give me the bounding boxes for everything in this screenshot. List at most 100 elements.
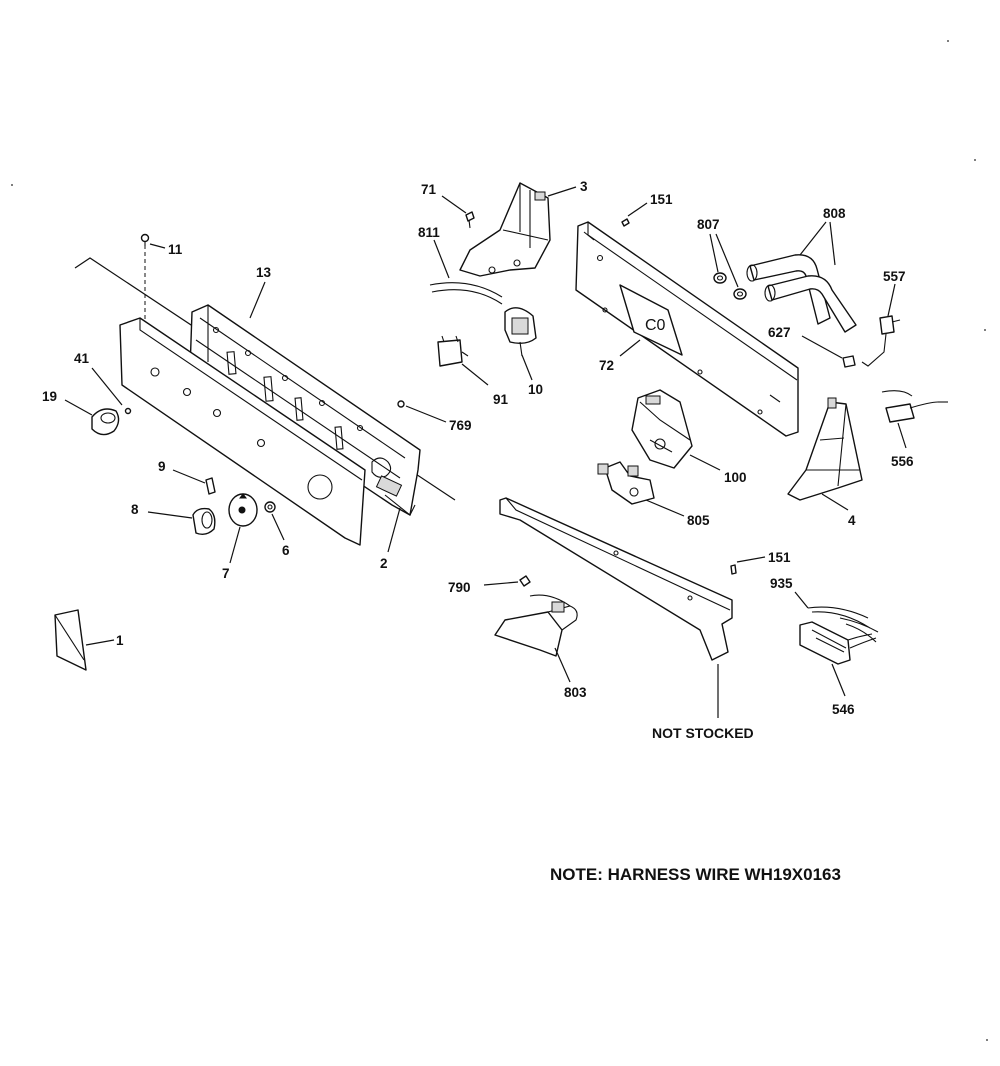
leader-13 [249, 281, 266, 319]
leader-19 [64, 399, 93, 416]
leader-627 [801, 335, 843, 359]
leader-808a [799, 221, 827, 256]
callout-72: 72 [599, 358, 614, 373]
hose-811 [429, 282, 503, 298]
connector-546 [799, 621, 877, 665]
callout-9: 9 [158, 459, 166, 474]
screw-769 [397, 400, 405, 408]
switch-91 [437, 335, 469, 367]
leader-790 [483, 581, 519, 586]
callout-100: 100 [724, 470, 747, 485]
leader-808b [829, 221, 836, 266]
callout-151-lower: 151 [768, 550, 791, 565]
callout-803: 803 [564, 685, 587, 700]
clip-41 [124, 407, 132, 415]
callout-807: 807 [697, 217, 720, 232]
callout-7: 7 [222, 566, 230, 581]
manual-1 [54, 609, 87, 671]
control-panel [119, 317, 366, 546]
pressure-switch-10 [504, 307, 537, 357]
leader-151-lower [736, 556, 766, 563]
callout-6: 6 [282, 543, 290, 558]
svg-text:C0: C0 [645, 317, 666, 334]
background-specks [11, 40, 988, 1041]
leader-71 [441, 195, 467, 214]
cord-557 [861, 315, 901, 367]
end-cap-3 [459, 182, 551, 277]
leader-91 [461, 363, 489, 386]
leader-7 [229, 526, 241, 564]
leader-4 [821, 493, 849, 511]
screw-151-top [621, 218, 630, 227]
leader-11 [149, 243, 166, 249]
callout-4: 4 [848, 513, 856, 528]
leader-807a [709, 233, 719, 273]
leader-557 [887, 283, 896, 317]
callout-546: 546 [832, 702, 855, 717]
callout-2: 2 [380, 556, 388, 571]
callout-71: 71 [421, 182, 437, 197]
leader-769 [405, 405, 447, 423]
callout-10: 10 [528, 382, 543, 397]
callout-556: 556 [891, 454, 914, 469]
callout-769: 769 [449, 418, 472, 433]
callout-19: 19 [42, 389, 57, 404]
harness-935 [807, 606, 879, 643]
callout-805: 805 [687, 513, 710, 528]
leader-1 [85, 639, 115, 646]
leader-151-top [627, 202, 648, 217]
leader-6 [271, 513, 285, 541]
leader-8 [147, 511, 193, 519]
leader-41 [91, 367, 123, 406]
callout-935: 935 [770, 576, 793, 591]
button-9 [205, 477, 216, 495]
switch-assembly-803 [494, 594, 578, 657]
callout-8: 8 [131, 502, 139, 517]
screw-11 [140, 233, 150, 246]
callout-91: 91 [493, 392, 509, 407]
callout-151-top: 151 [650, 192, 673, 207]
leader-10 [521, 354, 533, 381]
callout-557: 557 [883, 269, 906, 284]
leader-803 [554, 647, 571, 683]
end-cap-4 [787, 397, 863, 501]
rear-panel-72: C0 [575, 221, 799, 437]
callout-13: 13 [256, 265, 272, 280]
leader-805 [645, 499, 685, 517]
dial-7 [228, 493, 258, 527]
washers-807 [713, 272, 747, 300]
callout-808: 808 [823, 206, 846, 221]
leader-546 [831, 663, 846, 697]
screw-71 [465, 211, 475, 229]
nut-6 [264, 501, 276, 513]
leader-811 [433, 239, 450, 279]
not-stocked-label: NOT STOCKED [652, 725, 754, 741]
callout-41: 41 [74, 351, 90, 366]
leader-9 [172, 469, 206, 484]
callout-11: 11 [168, 242, 183, 257]
callout-3: 3 [580, 179, 588, 194]
harness-note: NOTE: HARNESS WIRE WH19X0163 [550, 865, 841, 884]
leader-72 [619, 339, 641, 357]
leader-3 [547, 186, 577, 197]
knob-19 [91, 408, 120, 436]
knob-8 [192, 507, 216, 536]
timer-100 [631, 389, 693, 469]
callout-811: 811 [418, 225, 440, 240]
leader-2 [387, 507, 401, 553]
leader-556 [897, 422, 907, 449]
inlet-hoses-808 [746, 254, 857, 333]
not-stocked-bracket [499, 497, 733, 661]
leader-935 [794, 591, 809, 609]
callout-790: 790 [448, 580, 471, 595]
valve-805 [597, 461, 655, 505]
leader-807b [715, 233, 739, 288]
callout-1: 1 [116, 633, 124, 648]
callout-627: 627 [768, 325, 791, 340]
strain-relief-627 [842, 355, 856, 368]
leader-100 [689, 454, 721, 471]
cord-556 [881, 390, 948, 423]
clip-790 [519, 575, 531, 587]
screw-151-lower [730, 564, 737, 575]
